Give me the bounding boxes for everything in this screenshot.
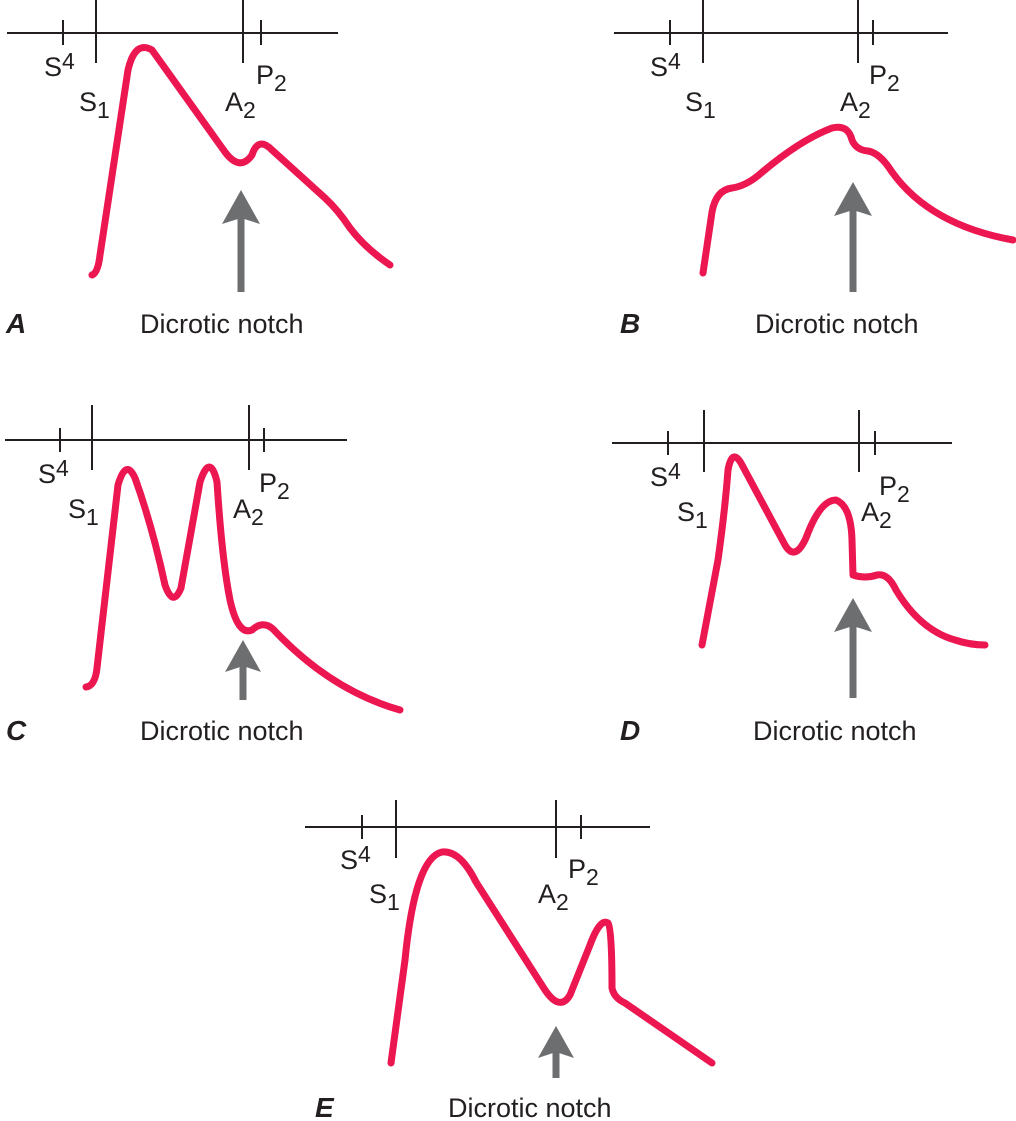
panel-e: S4 S1 A2 P2 Dicrotic notch E	[305, 800, 716, 1121]
timing-axis	[614, 0, 948, 63]
a2-label: A2	[233, 494, 264, 530]
dicrotic-notch-caption: Dicrotic notch	[448, 1093, 612, 1121]
s1-label: S1	[369, 879, 400, 915]
s1-label: S1	[685, 87, 716, 123]
dicrotic-notch-caption: Dicrotic notch	[140, 309, 304, 339]
p2-label: P2	[259, 468, 290, 504]
timing-axis	[305, 800, 650, 858]
pressure-waveform	[82, 463, 404, 714]
p2-label: P2	[256, 60, 287, 96]
panel-b: S4 S1 A2 P2 Dicrotic notch B	[614, 0, 1016, 339]
a2-label: A2	[538, 879, 569, 915]
panel-c: S4 S1 A2 P2 Dicrotic notch C	[5, 405, 404, 746]
s4-label: S4	[650, 458, 681, 492]
dicrotic-notch-caption: Dicrotic notch	[140, 716, 304, 746]
s4-label: S4	[650, 48, 681, 82]
dicrotic-notch-caption: Dicrotic notch	[753, 716, 917, 746]
panel-a: S4 S1 A2 P2 Dicrotic notch A	[5, 0, 394, 339]
s1-label: S1	[677, 497, 708, 533]
a2-label: A2	[840, 87, 871, 123]
p2-label: P2	[879, 471, 910, 507]
p2-label: P2	[869, 60, 900, 96]
timing-axis	[612, 410, 952, 472]
arrow-up-icon	[222, 190, 260, 292]
arrow-up-icon	[834, 598, 872, 698]
a2-label: A2	[861, 497, 892, 533]
timing-axis	[5, 405, 347, 470]
panel-letter: B	[620, 308, 640, 339]
panel-letter: E	[315, 1092, 335, 1121]
s4-label: S4	[38, 455, 69, 489]
pressure-waveform	[88, 44, 394, 279]
s4-label: S4	[44, 48, 75, 82]
arrow-up-icon	[538, 1026, 574, 1078]
panel-letter: A	[5, 308, 26, 339]
pressure-waveform	[698, 453, 989, 649]
arrow-up-icon	[225, 640, 261, 700]
timing-axis	[7, 0, 338, 63]
panel-d: S4 S1 A2 P2 Dicrotic notch D	[612, 410, 989, 746]
s4-label: S4	[340, 841, 371, 875]
s1-label: S1	[79, 87, 110, 123]
arrow-up-icon	[834, 182, 872, 292]
pressure-waveform	[699, 123, 1016, 277]
panel-letter: D	[620, 715, 640, 746]
s1-label: S1	[68, 494, 99, 530]
panel-letter: C	[6, 715, 27, 746]
p2-label: P2	[568, 854, 599, 890]
a2-label: A2	[225, 87, 256, 123]
dicrotic-notch-caption: Dicrotic notch	[755, 309, 919, 339]
pressure-waveform	[387, 848, 716, 1067]
